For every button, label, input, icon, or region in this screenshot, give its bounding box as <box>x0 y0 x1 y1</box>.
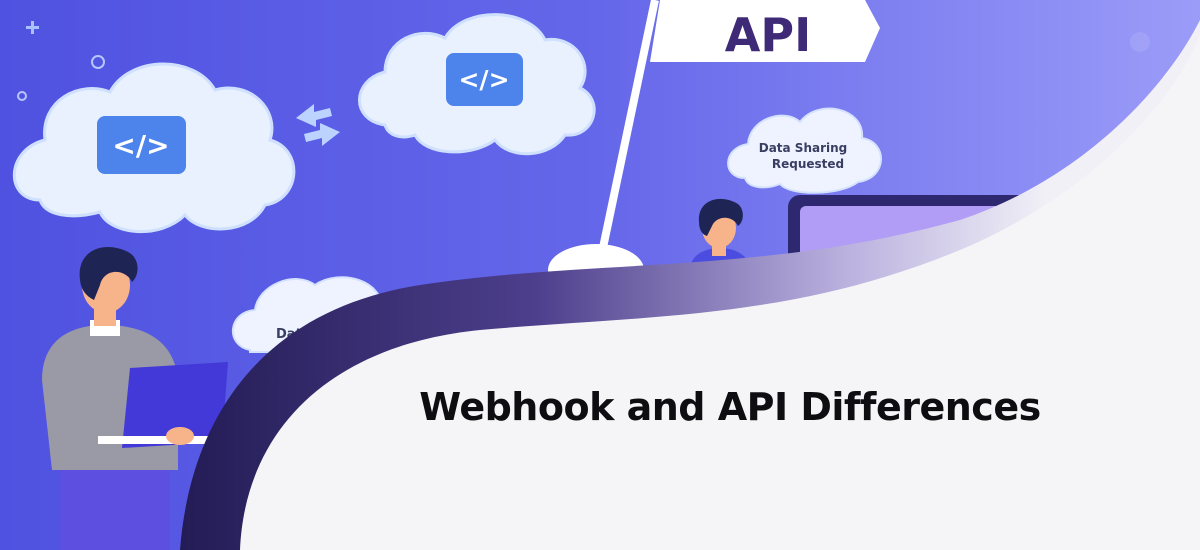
api-flag <box>650 0 880 62</box>
code-icon-symbol: </> <box>458 65 509 94</box>
api-flag-label: API <box>725 8 811 62</box>
code-icon: </> <box>97 116 186 174</box>
decor-dot <box>1130 32 1150 52</box>
flag-pole <box>596 0 659 263</box>
ring-icon <box>17 91 27 101</box>
cloud-label-line2: Requested <box>772 157 844 171</box>
plus-icon <box>26 21 39 34</box>
person-left <box>42 247 228 550</box>
page-title: Webhook and API Differences <box>419 385 1041 429</box>
ring-icon <box>91 55 105 69</box>
sync-arrows-icon <box>296 104 340 146</box>
cloud-label-line1: Data Sharing <box>759 141 848 155</box>
cloud-right <box>727 107 882 194</box>
code-icon: </> <box>446 53 523 106</box>
content-panel <box>240 35 1200 550</box>
code-icon-symbol: </> <box>112 129 169 162</box>
